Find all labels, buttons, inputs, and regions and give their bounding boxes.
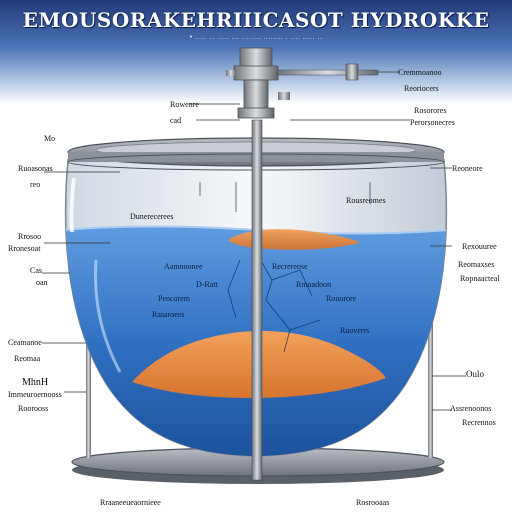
label-bottom-right: Rosrooaas	[356, 498, 390, 507]
feed-arm	[277, 69, 379, 76]
label-right-7: Recrennos	[462, 418, 496, 427]
leader-lines	[42, 71, 466, 411]
label-left-1: Mo	[44, 134, 56, 143]
label-water-5: Pencorem	[158, 294, 190, 303]
label-left-5: Rronesoat	[8, 244, 41, 253]
motor-cap	[239, 47, 273, 69]
label-right-1: Reoneore	[452, 164, 483, 173]
motor-flange	[237, 107, 275, 119]
diagram-title: EMOUSORAKEHRIIICASOT HYDROKKE	[22, 8, 490, 32]
rim-highlight	[69, 177, 76, 233]
motor-collar	[233, 65, 279, 81]
label-right-3: Reomaxses	[458, 260, 495, 269]
label-water-2: Recrereose	[272, 262, 308, 271]
label-right-4: Ropnaacteal	[460, 274, 500, 283]
label-left-mid-1: Rowenre	[170, 100, 199, 109]
label-left-mid-2: cad	[170, 116, 182, 125]
label-left-7: oan	[36, 278, 48, 287]
label-left-4: Rrosoo	[18, 232, 42, 241]
label-inner-left: Dunerecerees	[130, 212, 174, 221]
label-left-8: Ceamanoe	[8, 338, 42, 347]
label-left-10: MhnH	[22, 377, 49, 388]
gauge-fitting	[278, 92, 290, 100]
label-water-1: Aamnoonee	[164, 262, 203, 271]
label-top-right-1: Cremmoanoo	[398, 68, 442, 77]
glass-highlight	[94, 259, 122, 373]
label-water-6: Rouorore	[326, 294, 357, 303]
label-right-6: Assrenoonos	[450, 404, 492, 413]
label-water-8: Ruoverrs	[340, 326, 370, 335]
label-left-11: Immeuroernooss	[8, 390, 62, 399]
label-inner-right: Rousreomes	[346, 196, 386, 205]
label-water-7: Rasaroees	[152, 310, 185, 319]
label-left-12: Roorooss	[18, 404, 49, 413]
label-top-right-3: Rosorores	[414, 106, 447, 115]
label-left-9: Reomaa	[14, 354, 41, 363]
label-top-right-2: Reoriocers	[404, 84, 439, 93]
label-left-6: Cas	[30, 266, 42, 275]
fracture-lines	[227, 249, 321, 353]
label-left-3: reo	[30, 180, 41, 189]
label-top-right-4: Perorsonecres	[410, 118, 455, 127]
label-left-2: Ruoasonas	[18, 164, 53, 173]
central-shaft	[251, 119, 263, 481]
diagram-subtitle: • ..... .. ..... ... ........ ........ .…	[189, 34, 323, 41]
label-right-5: Oulo	[466, 369, 484, 379]
side-knob	[226, 70, 236, 76]
label-right-2: Rexouuree	[462, 242, 497, 251]
feed-valve	[345, 63, 359, 81]
label-water-4: Rmoadoon	[296, 280, 332, 289]
label-water-3: D-Ratt	[196, 280, 218, 289]
label-bottom-left: Rraaneeueaornieee	[100, 498, 161, 507]
